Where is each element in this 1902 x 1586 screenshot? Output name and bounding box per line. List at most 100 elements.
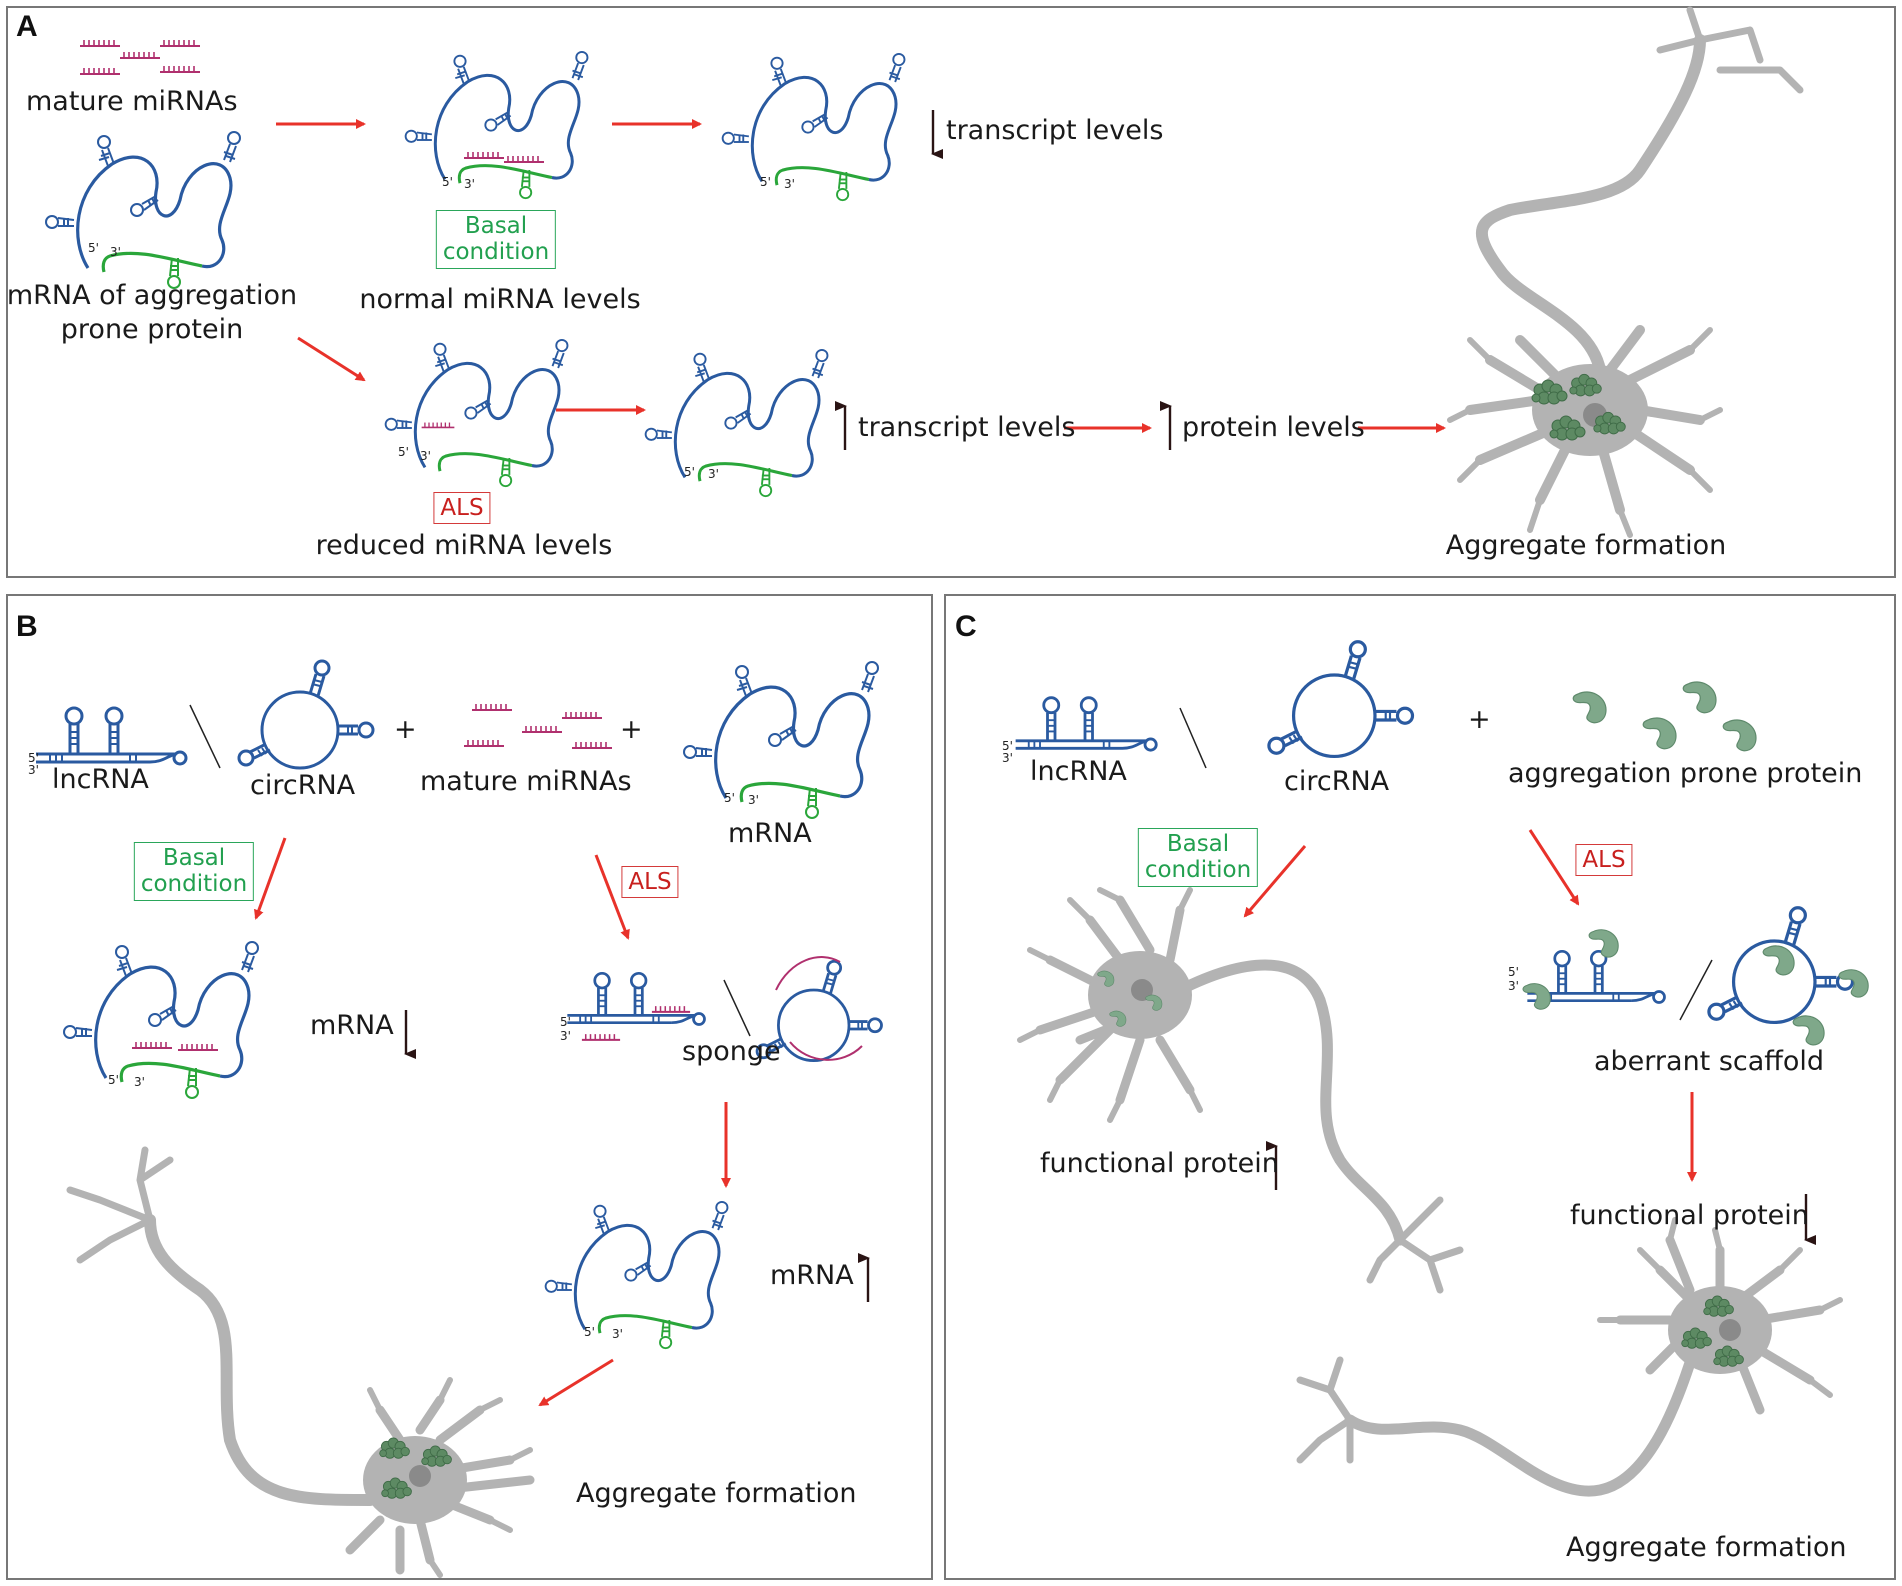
panel-b-basal-5prime: 5'	[108, 1073, 119, 1087]
panel-c-frame	[944, 594, 1896, 1580]
panel-a-als-box: ALS	[433, 492, 491, 525]
panel-a-bound-mirnas	[463, 151, 545, 163]
panel-c-arrows	[1243, 829, 1697, 1182]
panel-b-lncrna-label: lncRNA	[52, 764, 149, 795]
panel-b-level-arrows	[404, 1010, 870, 1302]
panel-a-mrna1-5prime: 5'	[88, 241, 99, 255]
panel-b-circrna-label: circRNA	[250, 770, 356, 801]
panel-c-basal-line2: condition	[1144, 857, 1252, 884]
panel-a-frame	[6, 6, 1896, 578]
panel-b-plus-2: +	[620, 714, 643, 745]
panel-c-functional-up-label: functional protein	[1040, 1148, 1279, 1179]
panel-b-mature-mirnas-label: mature miRNAs	[420, 766, 632, 797]
panel-a-aggregate-label: Aggregate formation	[1445, 530, 1727, 561]
panel-b-plus-1: +	[394, 714, 417, 745]
panel-b-letter: B	[16, 610, 38, 643]
panel-b-lnc-3prime: 3'	[28, 763, 39, 777]
panel-b-up-5prime: 5'	[584, 1325, 595, 1339]
panel-a-mrna-1	[44, 130, 242, 290]
panel-c-scaffold-5prime: 5'	[1508, 965, 1519, 979]
panel-b-basal-line2: condition	[140, 871, 248, 898]
panel-b-mrna-basal	[62, 940, 260, 1100]
panel-a-mirnas	[79, 39, 201, 75]
panel-b-sponge-lnc	[565, 971, 706, 1041]
panel-a-basal-line2: condition	[442, 239, 550, 266]
panel-a-basal-box: Basal condition	[435, 210, 557, 269]
panel-a-mrna-label-2: prone protein	[60, 314, 244, 345]
panel-b-basal-box: Basal condition	[133, 842, 255, 901]
panel-a-transcript-down: transcript levels	[946, 115, 1164, 146]
panel-b-mrna-5prime: 5'	[724, 791, 735, 805]
panel-a-basal-3prime: 3'	[464, 177, 475, 191]
panel-b-neuron	[66, 1146, 535, 1578]
panel-a-reduced-levels: reduced miRNA levels	[315, 530, 613, 561]
panel-b-sponge-label: sponge	[682, 1036, 781, 1067]
panel-c-lncrna-label: lncRNA	[1030, 756, 1127, 787]
panel-a-transcript-up: transcript levels	[858, 412, 1076, 443]
panel-a-mrna-up	[644, 348, 830, 498]
panel-a-arrows	[276, 119, 1446, 433]
panel-a-up-5prime: 5'	[684, 465, 695, 479]
panel-c-lncrna	[1014, 696, 1158, 752]
panel-a-letter: A	[16, 10, 38, 43]
panel-b-mrna-down-label: mRNA	[310, 1010, 394, 1041]
panel-c-scaffold-circ	[1707, 906, 1869, 1046]
panel-b-mirnas	[463, 703, 613, 749]
panel-b-sponge-3prime: 3'	[560, 1029, 571, 1043]
panel-a-mrna-basal	[404, 50, 590, 200]
panel-a-mrna-label-1: mRNA of aggregation	[6, 280, 298, 311]
panel-b-mrna-3prime: 3'	[748, 793, 759, 807]
panel-b-divider	[189, 704, 221, 769]
panel-b-aggregate-label: Aggregate formation	[576, 1478, 857, 1509]
panel-b-circrna	[237, 659, 375, 770]
panel-b-mrna-label: mRNA	[728, 818, 812, 849]
panel-c-neuron-aggregate	[1296, 1217, 1843, 1497]
panel-a-reduced-mirna	[420, 421, 456, 429]
panel-a-mrna-als	[384, 338, 570, 488]
panel-a-neuron	[1447, 6, 1804, 538]
panel-c-basal-box: Basal condition	[1137, 828, 1259, 887]
panel-a-down-3prime: 3'	[784, 177, 795, 191]
panel-b-lnc-5prime: 5'	[28, 751, 39, 765]
panel-a-mrna1-3prime: 3'	[110, 245, 121, 259]
panel-a-mature-mirnas-label: mature miRNAs	[26, 86, 238, 117]
panel-c-protein-label: aggregation prone protein	[1508, 758, 1863, 789]
panel-a-basal-line1: Basal	[464, 213, 528, 239]
panel-b-basal-line1: Basal	[162, 845, 226, 871]
panel-c-circrna-label: circRNA	[1284, 766, 1390, 797]
panel-b-sponge-divider	[723, 979, 751, 1037]
panel-b-lncrna	[34, 706, 188, 766]
panel-c-divider	[1179, 707, 1207, 769]
panel-c-lnc-5prime: 5'	[1002, 739, 1013, 753]
panel-b-mrna-up	[544, 1200, 730, 1350]
panel-c-functional-down-label: functional protein	[1570, 1200, 1809, 1231]
panel-c-lnc-3prime: 3'	[1002, 751, 1013, 765]
panel-a-basal-5prime: 5'	[442, 175, 453, 189]
panel-b-sponge-circ	[755, 956, 883, 1062]
panel-a-protein-up: protein levels	[1182, 412, 1365, 443]
panel-a-als-5prime: 5'	[398, 445, 409, 459]
panel-b-sponge-5prime: 5'	[560, 1015, 571, 1029]
panel-a-mrna-down	[721, 52, 907, 202]
panel-b-arrows	[254, 837, 731, 1407]
panel-a-normal-levels: normal miRNA levels	[359, 284, 641, 315]
panel-c-neuron-functional	[1017, 887, 1464, 1294]
panel-c-proteins	[1572, 681, 1757, 752]
panel-a-level-arrows	[835, 110, 1172, 450]
panel-c-aggregate-label: Aggregate formation	[1566, 1532, 1847, 1563]
panel-c-basal-line1: Basal	[1166, 831, 1230, 857]
panel-c-plus: +	[1468, 704, 1491, 735]
panel-c-level-arrows	[1266, 1141, 1816, 1245]
panel-a-up-3prime: 3'	[708, 467, 719, 481]
panel-b-mrna	[682, 660, 880, 820]
panel-c-scaffold-lnc	[1522, 929, 1666, 1010]
panel-c-circrna	[1267, 640, 1415, 759]
panel-c-letter: C	[955, 610, 977, 643]
panel-c-scaffold-label: aberrant scaffold	[1594, 1046, 1825, 1077]
panel-c-scaffold-3prime: 3'	[1508, 979, 1519, 993]
panel-b-mrna-up-label: mRNA	[770, 1260, 854, 1291]
panel-b-bound-mirnas	[131, 1041, 219, 1051]
panel-a-als-3prime: 3'	[420, 449, 431, 463]
